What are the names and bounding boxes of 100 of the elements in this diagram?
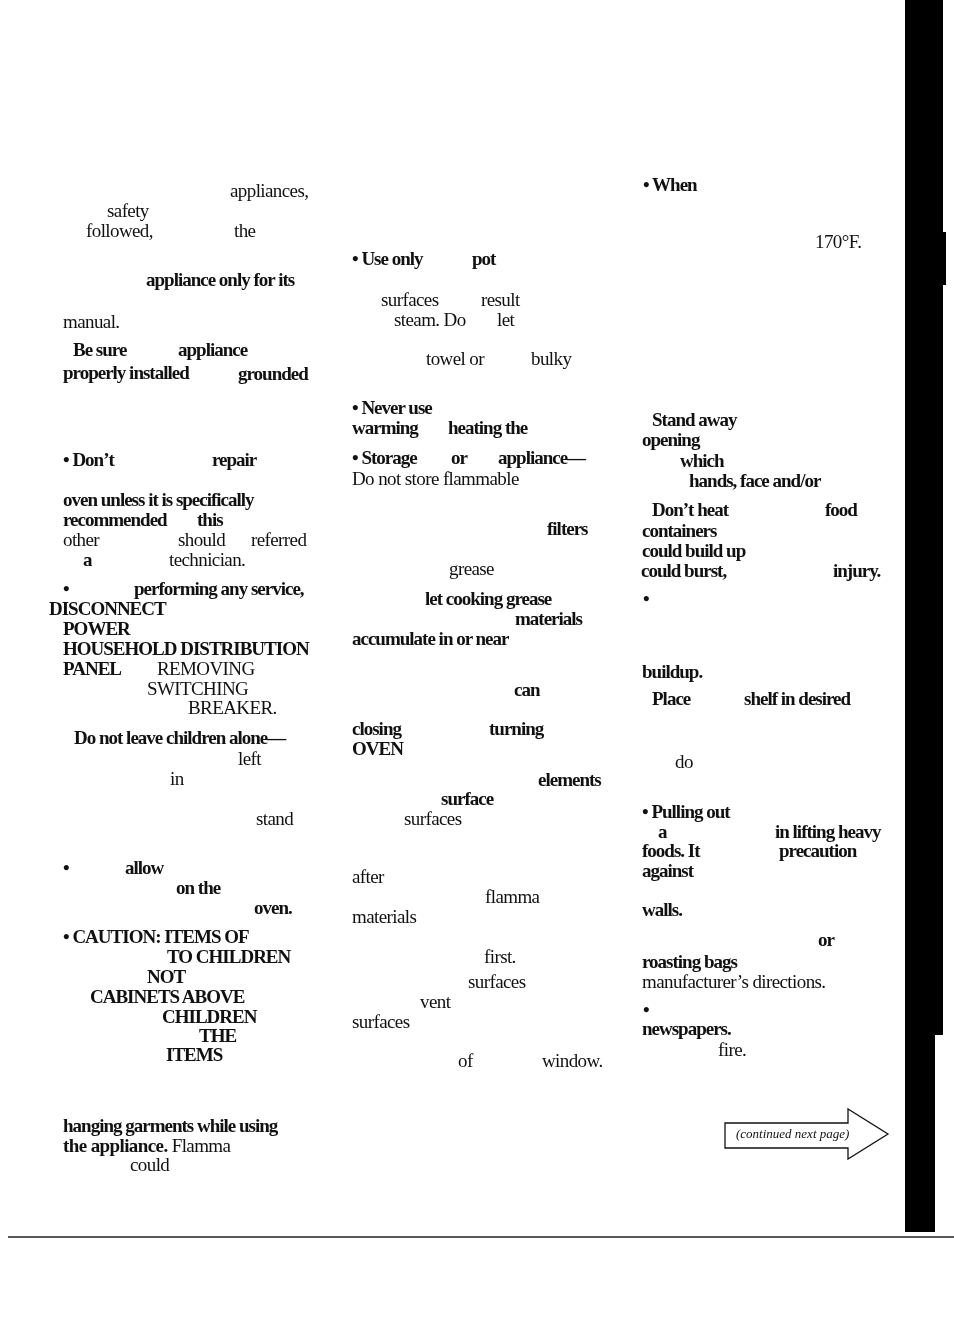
text-fragment: oven. (254, 898, 292, 918)
text-fragment: after (352, 867, 384, 887)
text-fragment: appliance (178, 340, 248, 360)
text-fragment: appliance only for its (146, 270, 295, 290)
side-tab (905, 0, 946, 1232)
text-fragment: in (170, 769, 184, 789)
text-fragment: followed, (86, 221, 153, 241)
text-fragment: BREAKER. (188, 698, 277, 718)
text-fragment: surfaces (352, 1012, 410, 1032)
text-fragment: left (238, 749, 261, 769)
text-fragment: pot (472, 249, 496, 269)
text-fragment: surface (441, 789, 494, 809)
text-fragment: HOUSEHOLD DISTRIBUTION (63, 639, 309, 659)
text-fragment: towel or (426, 349, 484, 369)
text-fragment: • When (643, 175, 697, 195)
text-fragment: technician. (169, 550, 246, 570)
text-fragment: properly installed (63, 363, 189, 383)
text-fragment: a (658, 822, 667, 842)
text-fragment: • Pulling out (642, 802, 730, 822)
bullet: • (643, 589, 649, 609)
text-fragment: SWITCHING (147, 679, 249, 699)
text-fragment: on the (176, 878, 221, 898)
text-fragment: newspapers. (642, 1019, 731, 1039)
text-fragment: closing (352, 719, 401, 739)
text-fragment: 170°F. (815, 232, 862, 252)
text-fragment: TO CHILDREN (167, 947, 291, 967)
text-fragment: elements (538, 770, 601, 790)
text-fragment: POWER (63, 619, 130, 639)
text-fragment: injury. (833, 561, 881, 581)
text-fragment: OVEN (352, 739, 403, 759)
text-fragment: let (497, 310, 515, 330)
text-fragment: can (514, 680, 540, 700)
text-fragment: CABINETS ABOVE (90, 987, 245, 1007)
text-fragment: • Never use (352, 398, 432, 418)
text-fragment: Do not store flammable (352, 469, 519, 489)
text-fragment: could burst, (641, 561, 727, 581)
text-fragment: precaution (779, 841, 857, 861)
text-fragment: referred (251, 530, 307, 550)
text-fragment: performing any service, (134, 579, 304, 599)
bullet: • (63, 858, 69, 878)
text-fragment: could (130, 1155, 170, 1175)
text-fragment: window. (542, 1051, 603, 1071)
text-fragment: first. (484, 947, 516, 967)
text-fragment: or (818, 930, 834, 950)
text-fragment: CHILDREN (162, 1007, 257, 1027)
text-fragment: flamma (485, 887, 540, 907)
text-fragment: heating the (448, 418, 528, 438)
text-fragment: vent (420, 992, 451, 1012)
text-fragment: other (63, 530, 100, 550)
text-fragment: foods. It (642, 841, 700, 861)
text-fragment: Do not leave children alone— (74, 728, 286, 748)
text-fragment: oven unless it is specifically (63, 490, 254, 510)
text-fragment: opening (642, 430, 700, 450)
bullet: • (63, 579, 69, 599)
text-fragment: manufacturer’s directions. (642, 972, 826, 992)
text-fragment: manual. (63, 312, 120, 332)
text-fragment: should (178, 530, 226, 550)
text-fragment: result (481, 290, 520, 310)
text-fragment: Be sure (73, 340, 127, 360)
text-fragment: do (675, 752, 693, 772)
text-fragment: hanging garments while using (63, 1116, 278, 1136)
text-fragment: buildup. (642, 662, 703, 682)
text-fragment: THE (199, 1026, 237, 1046)
text-fragment: turning (489, 719, 544, 739)
text-fragment: walls. (642, 900, 682, 920)
text-fragment: DISCONNECT (49, 599, 166, 619)
text-fragment: a (83, 550, 92, 570)
text-fragment: • Storage (352, 448, 417, 468)
text-fragment: Don’t heat (652, 500, 729, 520)
text-fragment: safety (107, 201, 149, 221)
text-fragment: containers (642, 521, 717, 541)
text-fragment: PANEL (63, 659, 121, 679)
text-fragment: REMOVING (157, 659, 255, 679)
text-fragment: of (458, 1051, 473, 1071)
text-fragment: Stand away (652, 410, 737, 430)
text-fragment: hands, face and/or (689, 471, 821, 491)
continuation-note: (continued next page) (736, 1125, 850, 1143)
text-fragment: filters (547, 519, 588, 539)
text-fragment: appliances, (230, 181, 309, 201)
text-fragment: steam. Do (394, 310, 466, 330)
text-fragment: repair (212, 450, 257, 470)
text-fragment: warming (352, 418, 418, 438)
text-fragment: recommended (63, 510, 167, 530)
text-fragment: surfaces (468, 972, 526, 992)
text-fragment: surfaces (381, 290, 439, 310)
text-fragment: NOT (147, 967, 186, 987)
text-fragment: ITEMS (166, 1045, 223, 1065)
text-fragment: allow (125, 858, 164, 878)
text-fragment: against (642, 861, 694, 881)
text-fragment: let cooking grease (425, 589, 552, 609)
text-fragment: appliance— (498, 448, 586, 468)
text-fragment: or (451, 448, 467, 468)
bullet: • (643, 1000, 649, 1020)
text-fragment: in lifting heavy (775, 822, 881, 842)
text-fragment: Place (652, 689, 691, 709)
text-fragment: fire. (718, 1040, 747, 1060)
text-fragment: • Use only (352, 249, 423, 269)
text-fragment: which (680, 451, 724, 471)
text-fragment: • CAUTION: ITEMS OF (63, 927, 249, 947)
text-fragment: grounded (238, 364, 308, 384)
